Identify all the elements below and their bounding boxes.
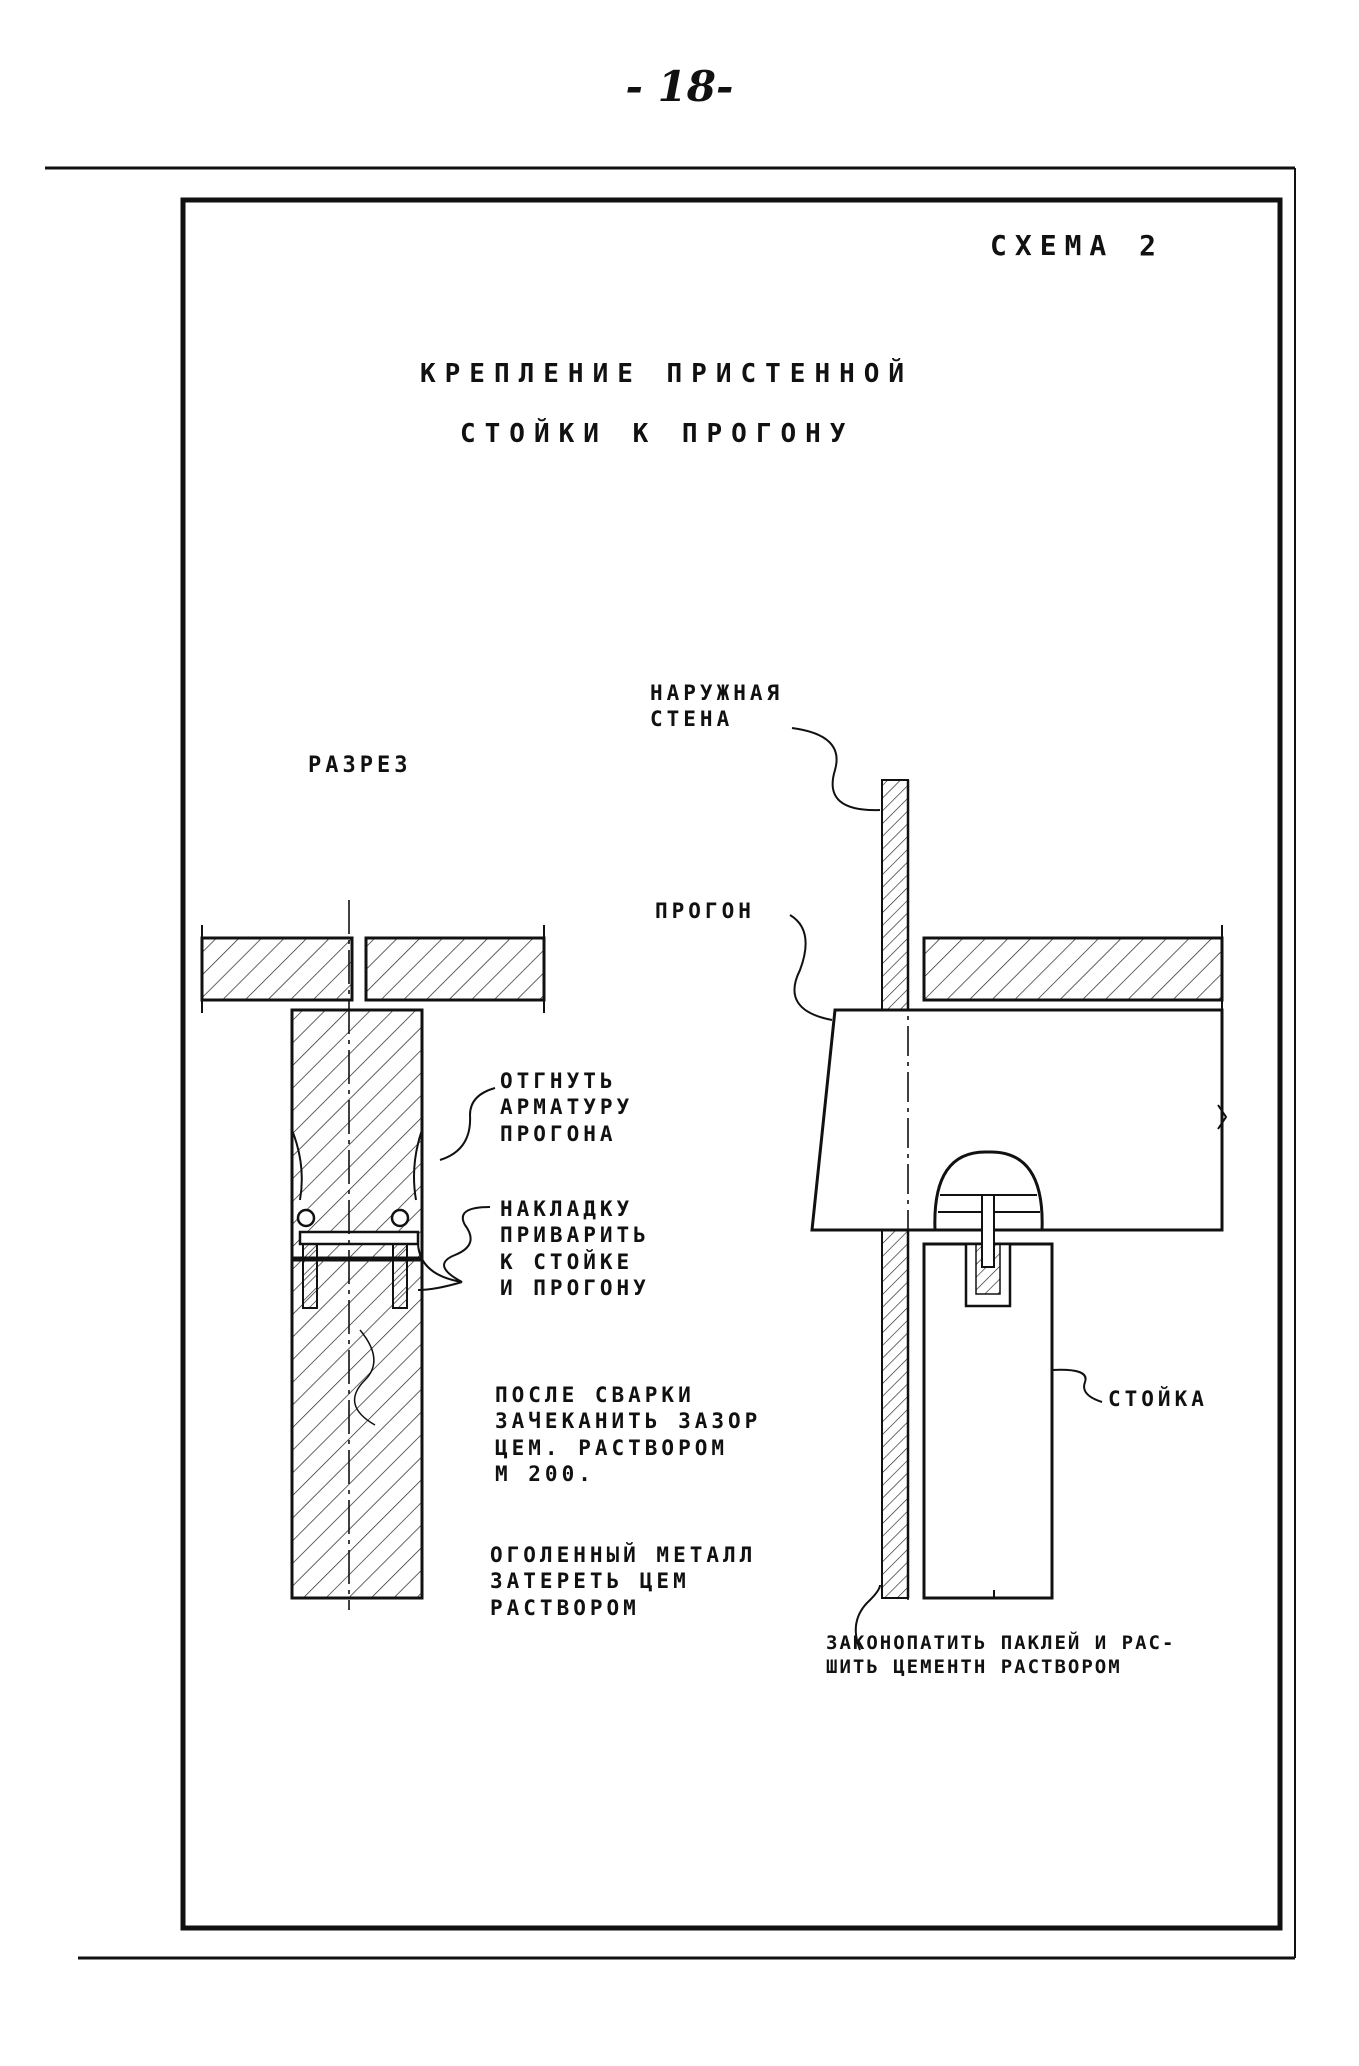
caulk-note: ЗАКОНОПАТИТЬ ПАКЛЕЙ И РАС- ШИТЬ ЦЕМЕНТН …	[826, 1632, 1176, 1678]
anchor-bolt	[981, 1194, 995, 1268]
title-line-2: СТОЙКИ К ПРОГОНУ	[460, 419, 855, 449]
elevation-slab	[922, 936, 1224, 1002]
post-label: СТОЙКА	[1108, 1387, 1208, 1411]
section-slab-right	[364, 936, 546, 1002]
elevation-girder	[810, 1008, 1224, 1232]
section-post	[290, 1256, 424, 1600]
left-weld-bead	[296, 1208, 316, 1228]
section-weld-plate	[298, 1230, 420, 1246]
weld-plate-note: НАКЛАДКУ ПРИВАРИТЬ К СТОЙКЕ И ПРОГОНУ	[500, 1197, 650, 1300]
page-number: - 18-	[625, 62, 734, 111]
girder-label: ПРОГОН	[655, 899, 755, 923]
outer-wall-label: НАРУЖНАЯ СТЕНА	[650, 681, 784, 732]
after-welding-note: ПОСЛЕ СВАРКИ ЗАЧЕКАНИТЬ ЗАЗОР ЦЕМ. РАСТВ…	[495, 1383, 762, 1486]
section-view	[200, 900, 546, 1610]
right-anchor	[392, 1243, 408, 1309]
title-line-1: КРЕПЛЕНИЕ ПРИСТЕННОЙ	[420, 359, 914, 389]
bend-rebar-note: ОТГНУТЬ АРМАТУРУ ПРОГОНА	[500, 1069, 634, 1146]
scheme-label: СХЕМА 2	[990, 229, 1165, 262]
left-anchor	[302, 1243, 318, 1309]
elevation-view	[810, 779, 1228, 1600]
drawing-frame	[180, 197, 1283, 1931]
right-weld-bead	[390, 1208, 410, 1228]
section-slab-left	[200, 936, 354, 1002]
leaders	[417, 727, 1103, 1651]
bare-metal-note: ОГОЛЕННЫЙ МЕТАЛЛ ЗАТЕРЕТЬ ЦЕМ РАСТВОРОМ	[490, 1543, 757, 1620]
section-label: РАЗРЕЗ	[308, 753, 412, 778]
grout-mound	[933, 1150, 1044, 1232]
